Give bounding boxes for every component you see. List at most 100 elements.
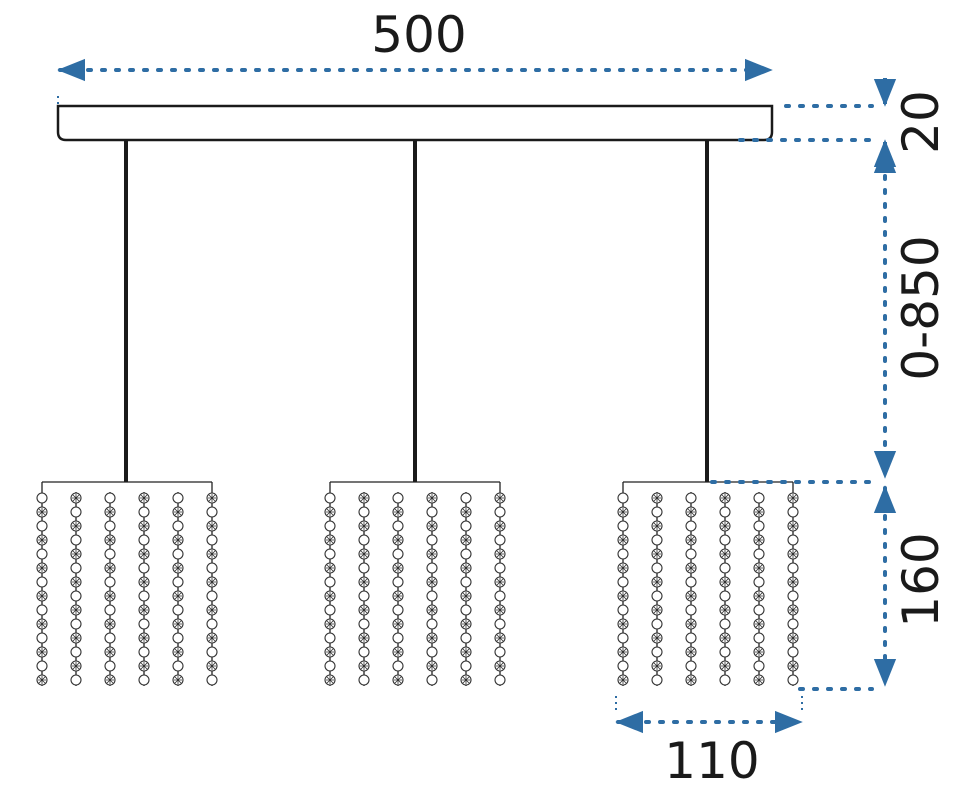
crystal-facet [174, 620, 182, 628]
crystal-bead [138, 646, 150, 658]
crystal-facet [140, 662, 148, 670]
crystal-bead [358, 506, 370, 518]
crystal-bead [460, 576, 472, 588]
crystal-bead [494, 618, 506, 630]
crystal-bead [753, 548, 765, 560]
crystal-bead [104, 576, 116, 588]
crystal-facet [789, 662, 797, 670]
suspension-cables [124, 140, 709, 482]
crystal-facet [653, 634, 661, 642]
crystal-bead [651, 618, 663, 630]
crystal-facet [619, 564, 627, 572]
crystal-facet [619, 648, 627, 656]
crystal-facet [140, 522, 148, 530]
crystal-bead [426, 590, 438, 602]
crystal-bead [719, 590, 731, 602]
crystal-bead [358, 618, 370, 630]
crystal-facet [72, 662, 80, 670]
crystal-facet [360, 578, 368, 586]
crystal-facet [653, 662, 661, 670]
crystal-bead [36, 576, 48, 588]
crystal-facet [789, 550, 797, 558]
crystal-bead [104, 660, 116, 672]
crystal-bead [494, 646, 506, 658]
crystal-bead [70, 674, 82, 686]
crystal-facet [496, 522, 504, 530]
crystal-facet [721, 494, 729, 502]
crystal-bead [651, 590, 663, 602]
crystal-bead [324, 660, 336, 672]
crystal-facet [496, 494, 504, 502]
crystal-facet [140, 550, 148, 558]
crystal-bead [70, 618, 82, 630]
crystal-bead [617, 632, 629, 644]
crystal-bead [172, 576, 184, 588]
crystal-facet [687, 620, 695, 628]
crystal-bead [138, 618, 150, 630]
crystal-bead [426, 534, 438, 546]
crystal-bead [138, 562, 150, 574]
crystal-facet [687, 508, 695, 516]
crystal-facet [619, 508, 627, 516]
crystal-facet [653, 522, 661, 530]
crystal-facet [653, 550, 661, 558]
crystal-bead [206, 674, 218, 686]
crystal-facet [394, 620, 402, 628]
crystal-bead [651, 562, 663, 574]
crystal-facet [653, 606, 661, 614]
crystal-facet [140, 606, 148, 614]
crystal-facet [619, 620, 627, 628]
crystal-bead [494, 534, 506, 546]
crystal-facet [462, 564, 470, 572]
crystal-bead [685, 604, 697, 616]
crystal-facet [394, 508, 402, 516]
crystal-facet [428, 578, 436, 586]
crystal-facet [687, 536, 695, 544]
crystal-bead [426, 618, 438, 630]
crystal-bead [719, 646, 731, 658]
crystal-bead [70, 562, 82, 574]
crystal-bead [392, 548, 404, 560]
crystal-bead [685, 520, 697, 532]
crystal-facet [687, 676, 695, 684]
crystal-bead [324, 548, 336, 560]
crystal-facet [428, 662, 436, 670]
shade-width-label: 110 [664, 732, 759, 789]
crystal-shade [617, 481, 799, 686]
crystal-facet [38, 592, 46, 600]
crystal-bead [460, 660, 472, 672]
crystal-facet [462, 536, 470, 544]
crystal-bead [206, 534, 218, 546]
crystal-facet [789, 578, 797, 586]
crystal-facet [428, 522, 436, 530]
crystal-facet [789, 494, 797, 502]
crystal-facet [721, 606, 729, 614]
crystal-bead [36, 520, 48, 532]
crystal-bead [651, 534, 663, 546]
crystal-facet [106, 592, 114, 600]
crystal-bead [719, 562, 731, 574]
crystal-bead [494, 562, 506, 574]
crystal-facet [326, 564, 334, 572]
crystal-facet [208, 606, 216, 614]
crystal-facet [208, 522, 216, 530]
crystal-bead [617, 660, 629, 672]
crystal-bead [392, 520, 404, 532]
crystal-facet [72, 578, 80, 586]
crystal-bead [138, 674, 150, 686]
crystal-facet [106, 676, 114, 684]
crystal-facet [106, 564, 114, 572]
crystal-bead [172, 520, 184, 532]
crystal-facet [428, 494, 436, 502]
crystal-facet [619, 592, 627, 600]
crystal-facet [428, 606, 436, 614]
crystal-bead [70, 590, 82, 602]
crystal-bead [358, 590, 370, 602]
crystal-facet [721, 522, 729, 530]
crystal-bead [104, 604, 116, 616]
crystal-bead [719, 618, 731, 630]
crystal-facet [789, 522, 797, 530]
crystal-bead [787, 506, 799, 518]
crystal-facet [72, 494, 80, 502]
crystal-facet [72, 606, 80, 614]
